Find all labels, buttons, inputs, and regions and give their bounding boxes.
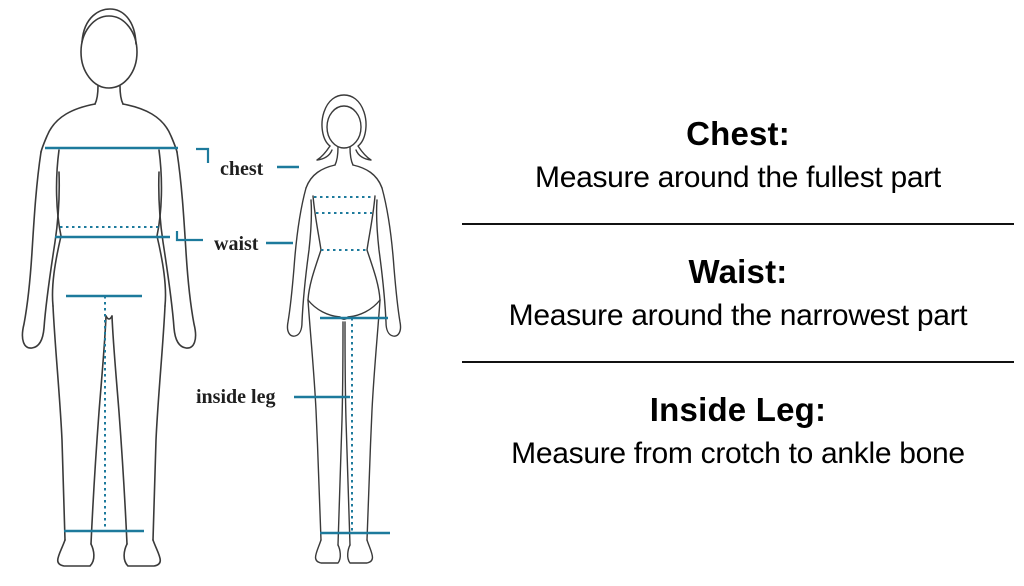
inside-leg-heading: Inside Leg:: [649, 391, 827, 428]
male-figure: [21, 8, 197, 567]
female-shoulder-left: [305, 164, 336, 189]
inside-leg-label: inside leg: [196, 386, 275, 408]
chest-label: chest: [220, 158, 264, 180]
male-shoulder-right: [122, 103, 178, 153]
female-foot-left: [314, 539, 341, 564]
male-arm-right: [157, 151, 197, 349]
male-head: [80, 15, 138, 89]
waist-bracket: [175, 231, 203, 242]
male-crotch: [105, 315, 113, 320]
female-foot-right: [347, 539, 374, 564]
male-neck-left: [94, 85, 99, 105]
waist-instruction-section: Waist: Measure around the narrowest part: [462, 253, 1014, 333]
chest-bracket: [196, 147, 210, 163]
waist-label: waist: [214, 233, 259, 255]
male-hair: [81, 8, 137, 45]
female-leg-right-outer: [366, 299, 381, 541]
male-arm-left: [21, 151, 61, 349]
female-torso-right: [366, 195, 381, 301]
female-head: [326, 105, 362, 149]
chest-description: Measure around the fullest part: [535, 161, 941, 194]
divider-2: [462, 361, 1014, 363]
male-leg-left-inner: [90, 315, 107, 545]
body-measurement-illustration: chest waist inside leg: [21, 8, 402, 567]
instructions-panel: Chest: Measure around the fullest part W…: [462, 0, 1014, 586]
female-shoulder-right: [352, 164, 383, 189]
inside-leg-description: Measure from crotch to ankle bone: [511, 437, 965, 470]
chest-heading: Chest:: [686, 115, 790, 152]
male-neck-right: [119, 85, 124, 105]
female-arm-right: [375, 187, 402, 337]
female-hair-left: [316, 145, 333, 161]
divider-1: [462, 223, 1014, 225]
female-hip-right: [347, 299, 381, 318]
chest-instruction-section: Chest: Measure around the fullest part: [462, 115, 1014, 195]
waist-heading: Waist:: [688, 253, 788, 290]
female-neck-left: [334, 146, 339, 166]
male-foot-right: [123, 539, 162, 567]
measurement-diagram: chest waist inside leg: [0, 0, 460, 586]
diagram-labels: chest waist inside leg: [196, 158, 275, 408]
waist-description: Measure around the narrowest part: [508, 299, 968, 332]
female-arm-left: [286, 187, 313, 337]
male-leg-right-outer: [152, 305, 166, 541]
male-leg-right-inner: [111, 315, 128, 545]
male-leg-left-outer: [52, 305, 66, 541]
inside-leg-instruction-section: Inside Leg: Measure from crotch to ankle…: [462, 391, 1014, 471]
female-leg-left-outer: [307, 299, 322, 541]
measurement-lines: [45, 146, 390, 535]
female-leg-right-inner: [344, 321, 351, 546]
male-shoulder-left: [40, 103, 96, 153]
female-torso-left: [307, 195, 322, 301]
female-figure: [286, 94, 402, 564]
female-leg-left-inner: [337, 321, 344, 546]
female-neck-right: [349, 146, 354, 166]
male-foot-left: [56, 539, 95, 567]
female-hair: [321, 94, 372, 161]
female-hip-left: [307, 299, 341, 318]
